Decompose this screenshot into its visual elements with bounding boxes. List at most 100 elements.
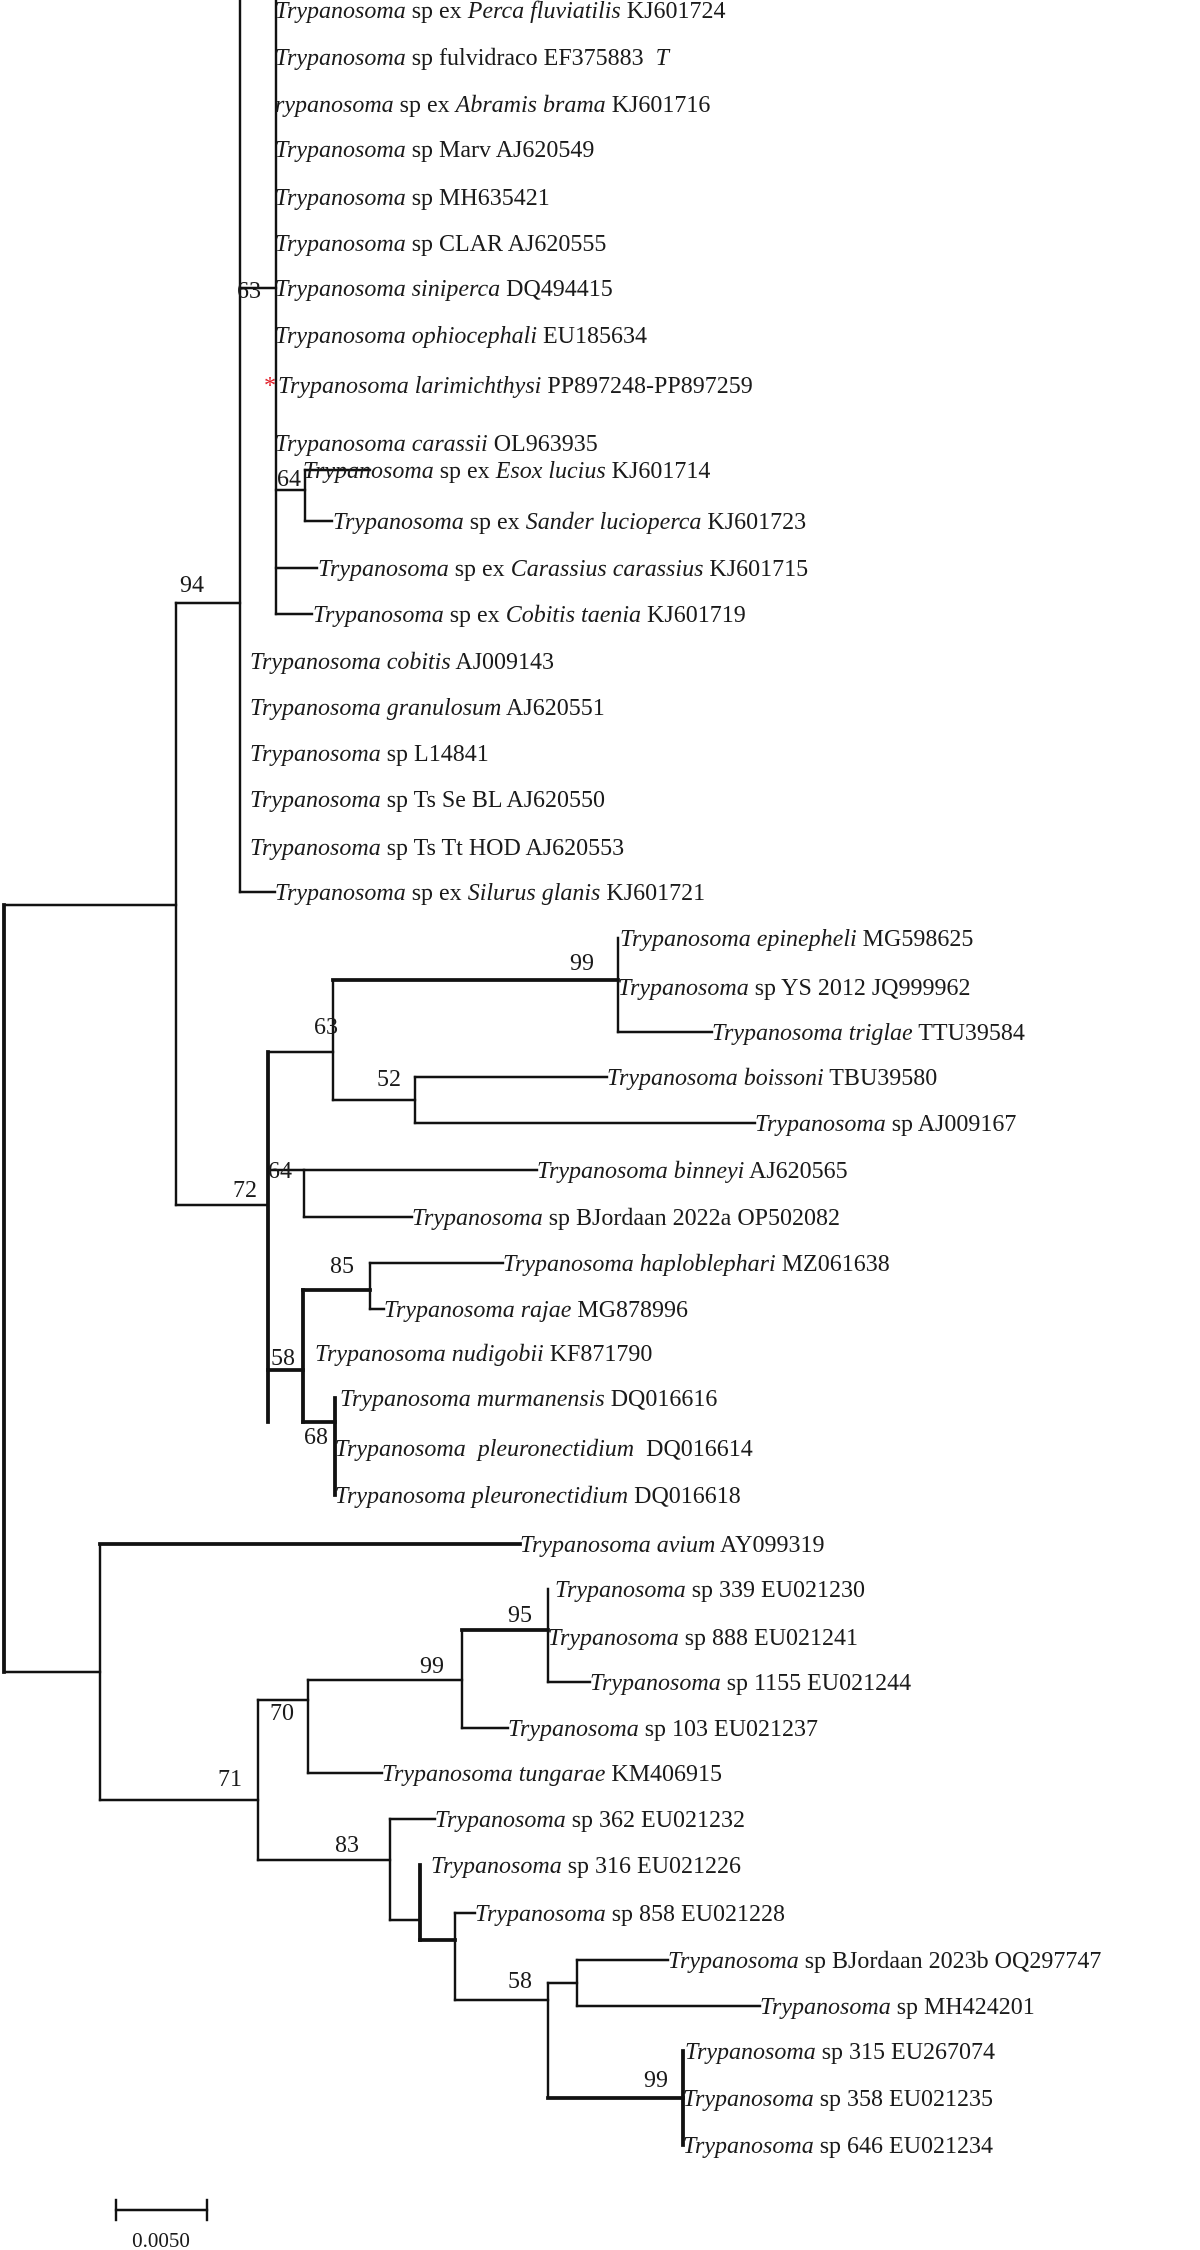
taxon-label: Trypanosoma sp ex Silurus glanis KJ60172…: [275, 880, 705, 906]
taxon-name-plain: sp 316 EU021226: [562, 1853, 741, 1879]
taxon-name-italic: Trypanosoma: [548, 1625, 679, 1651]
bootstrap-value: 68: [304, 1424, 328, 1450]
taxon-name-italic: Trypanosoma epinepheli: [620, 926, 857, 952]
taxon-name-plain: sp ex: [444, 602, 506, 628]
taxon-name-italic: Carassius carassius: [511, 556, 704, 582]
taxon-name-plain: sp 646 EU021234: [814, 2133, 993, 2159]
taxon-name-italic: Sander lucioperca: [526, 509, 702, 535]
taxon-label: Trypanosoma siniperca DQ494415: [275, 276, 613, 302]
taxon-name-plain: KF871790: [544, 1341, 653, 1367]
taxon-name-italic: Trypanosoma: [250, 787, 381, 813]
taxon-name-italic: Trypanosoma murmanensis: [340, 1386, 605, 1412]
taxon-name-plain: MZ061638: [776, 1251, 890, 1277]
taxon-name-plain: sp 103 EU021237: [639, 1716, 818, 1742]
bootstrap-value: 70: [270, 1700, 294, 1726]
taxon-name-italic: Trypanosoma triglae: [712, 1020, 913, 1046]
bootstrap-value: 85: [330, 1253, 354, 1279]
taxon-name-italic: Trypanosoma: [412, 1205, 543, 1231]
taxon-name-plain: sp 315 EU267074: [816, 2039, 995, 2065]
taxon-name-plain: sp MH635421: [406, 185, 550, 211]
taxon-name-italic: Trypanosoma: [318, 556, 449, 582]
taxon-name-plain: sp ex: [464, 509, 526, 535]
taxon-name-italic: Trypanosoma: [275, 0, 406, 24]
taxon-label: Trypanosoma granulosum AJ620551: [250, 695, 605, 721]
taxon-label: Trypanosoma sp 315 EU267074: [685, 2039, 995, 2065]
taxon-name-plain: sp ex: [449, 556, 511, 582]
taxon-name-plain: DQ016614: [634, 1436, 753, 1462]
taxon-name-plain: sp MH424201: [891, 1994, 1035, 2020]
taxon-name-plain: sp Marv AJ620549: [406, 137, 595, 163]
taxon-name-plain: DQ494415: [500, 276, 613, 302]
taxon-label: Trypanosoma sp Marv AJ620549: [275, 137, 594, 163]
taxon-label: Trypanosoma sp ex Carassius carassius KJ…: [318, 556, 808, 582]
taxon-label: Trypanosoma murmanensis DQ016616: [340, 1386, 717, 1412]
taxon-name-italic: Trypanosoma: [275, 231, 406, 257]
taxon-name-italic: Trypanosoma ophiocephali: [275, 323, 537, 349]
taxon-name-plain: sp ex: [406, 880, 468, 906]
taxon-name-italic: Trypanosoma granulosum: [250, 695, 501, 721]
taxon-label: Trypanosoma boissoni TBU39580: [607, 1065, 937, 1091]
taxon-name-plain: KM406915: [605, 1761, 722, 1787]
taxon-label: Trypanosoma larimichthysi PP897248-PP897…: [278, 373, 753, 399]
taxon-name-italic: Trypanosoma: [275, 185, 406, 211]
taxon-name-italic: Trypanosoma: [590, 1670, 721, 1696]
taxon-label: Trypanosoma tungarae KM406915: [382, 1761, 722, 1787]
taxon-name-plain: sp CLAR AJ620555: [406, 231, 607, 257]
bootstrap-value: 99: [570, 950, 594, 976]
taxon-label: Trypanosoma pleuronectidium DQ016618: [335, 1483, 741, 1509]
taxon-label: Trypanosoma sp AJ009167: [755, 1111, 1016, 1137]
taxon-name-plain: KJ601724: [621, 0, 726, 24]
taxon-label: Trypanosoma nudigobii KF871790: [315, 1341, 652, 1367]
taxon-label: Trypanosoma rajae MG878996: [384, 1297, 688, 1323]
taxon-name-italic: Trypanosoma: [683, 2133, 814, 2159]
taxon-name-italic: Trypanosoma: [685, 2039, 816, 2065]
taxon-label: Trypanosoma carassii OL963935: [275, 431, 598, 457]
taxon-label: Trypanosoma pleuronectidium DQ016614: [335, 1436, 753, 1462]
taxon-label: Trypanosoma sp L14841: [250, 741, 489, 767]
taxon-name-plain: sp 358 EU021235: [814, 2086, 993, 2112]
taxon-label: Trypanosoma sp ex Cobitis taenia KJ60171…: [313, 602, 746, 628]
taxon-labels: Trypanosoma sp ex Perca fluviatilis KJ60…: [250, 0, 1101, 2159]
taxon-name-plain: DQ016618: [628, 1483, 741, 1509]
taxon-label: Trypanosoma sp 362 EU021232: [435, 1807, 745, 1833]
taxon-label: Trypanosoma sp 339 EU021230: [555, 1577, 865, 1603]
taxon-name-italic: Trypanosoma carassii: [275, 431, 488, 457]
taxon-name-italic: Trypanosoma: [760, 1994, 891, 2020]
taxon-label: Trypanosoma haploblephari MZ061638: [503, 1251, 890, 1277]
bootstrap-value: 72: [233, 1177, 257, 1203]
taxon-name-italic: Trypanosoma tungarae: [382, 1761, 606, 1787]
taxon-name-plain: AJ009143: [451, 649, 554, 675]
taxon-label: Trypanosoma binneyi AJ620565: [537, 1158, 848, 1184]
taxon-name-italic: Trypanosoma pleuronectidium: [335, 1483, 628, 1509]
taxon-name-italic: Trypanosoma: [508, 1716, 639, 1742]
scale-bar: 0.0050: [114, 2198, 209, 2250]
taxon-label: Trypanosoma sp 646 EU021234: [683, 2133, 993, 2159]
taxon-name-italic: rypanosoma: [275, 92, 394, 118]
taxon-label: Trypanosoma sp YS 2012 JQ999962: [618, 975, 971, 1001]
taxon-name-italic: T: [656, 45, 671, 71]
taxon-name-plain: OL963935: [488, 431, 598, 457]
taxon-name-italic: Trypanosoma binneyi: [537, 1158, 744, 1184]
taxon-name-plain: sp ex: [434, 458, 496, 484]
taxon-label: Trypanosoma cobitis AJ009143: [250, 649, 554, 675]
taxon-label: rypanosoma sp ex Abramis brama KJ601716: [275, 92, 710, 118]
taxon-name-italic: Perca fluviatilis: [467, 0, 621, 24]
taxon-label: Trypanosoma sp 358 EU021235: [683, 2086, 993, 2112]
taxon-label: Trypanosoma sp fulvidraco EF375883 T: [275, 45, 671, 71]
bootstrap-value: 99: [420, 1653, 444, 1679]
taxon-label: Trypanosoma sp ex Esox lucius KJ601714: [303, 458, 710, 484]
taxon-label: Trypanosoma avium AY099319: [520, 1532, 824, 1558]
taxon-name-italic: Trypanosoma larimichthysi: [278, 373, 541, 399]
taxon-name-plain: sp AJ009167: [886, 1111, 1017, 1137]
taxon-name-plain: TTU39584: [913, 1020, 1025, 1046]
taxon-name-italic: Trypanosoma pleuronectidium: [335, 1436, 634, 1462]
scale-bar-label: 0.0050: [132, 2228, 190, 2250]
taxon-label: Trypanosoma sp MH424201: [760, 1994, 1035, 2020]
taxon-name-italic: Trypanosoma: [683, 2086, 814, 2112]
taxon-name-plain: sp 858 EU021228: [606, 1901, 785, 1927]
taxon-name-plain: sp BJordaan 2022a OP502082: [543, 1205, 840, 1231]
bootstrap-value: 94: [180, 572, 204, 598]
taxon-name-plain: sp 888 EU021241: [679, 1625, 858, 1651]
